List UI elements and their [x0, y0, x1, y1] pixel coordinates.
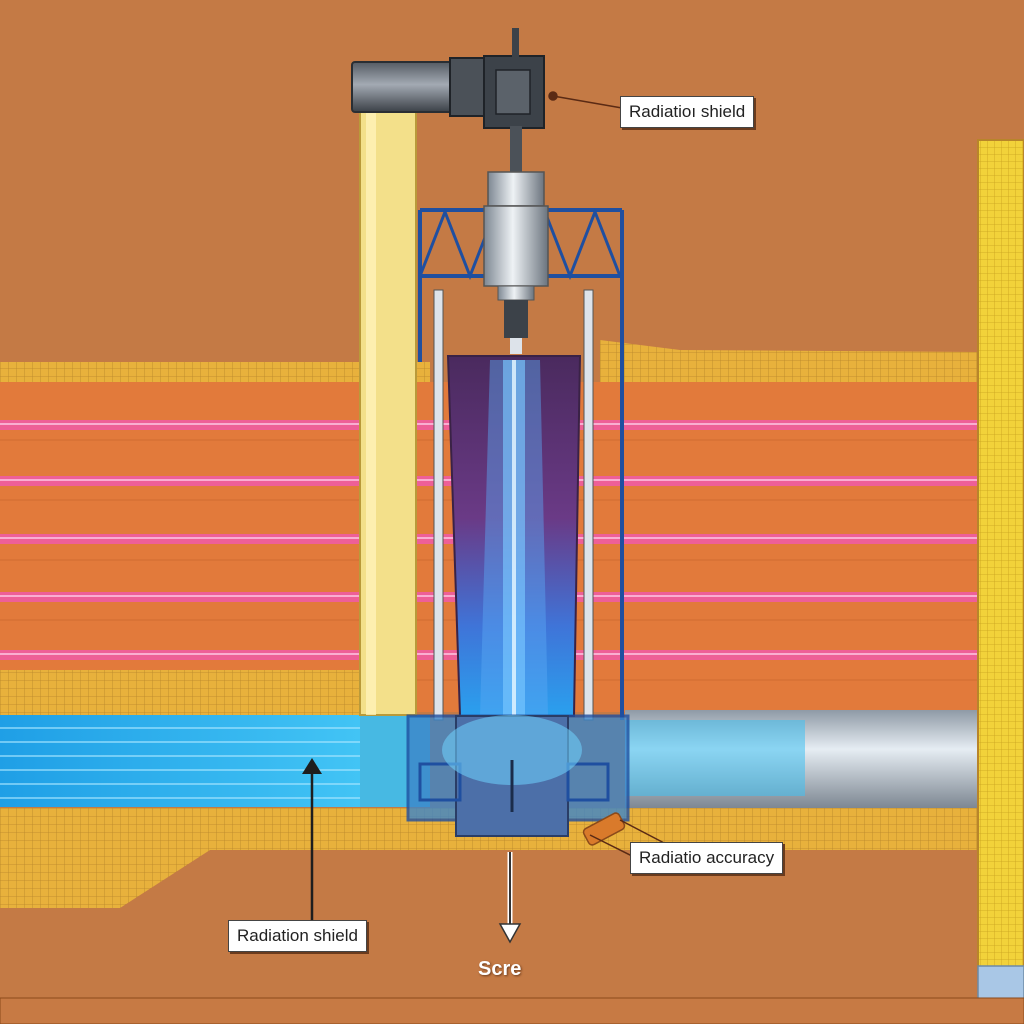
bottom-caption: Scre	[478, 958, 522, 980]
down-arrow	[498, 852, 522, 944]
right-wall	[977, 139, 1024, 1001]
lower-mesh-band	[0, 670, 978, 908]
upper-mesh-band	[0, 340, 978, 382]
callout-accuracy: Radiatio accuracy	[630, 842, 784, 874]
irradiation-chamber	[446, 355, 582, 780]
blue-beam-channel	[0, 715, 430, 807]
yellow-support-column	[359, 111, 417, 716]
hanging-cylinder	[483, 171, 549, 354]
base-housing	[406, 714, 630, 837]
callout-top-shield: Radiatioı shield	[620, 96, 755, 128]
callout-bottom-shield: Radiation shield	[228, 920, 367, 952]
top-pipe-assembly	[351, 28, 545, 176]
up-arrow	[302, 758, 322, 930]
ground-strip	[0, 997, 1024, 1024]
gray-outlet-pipe	[625, 710, 978, 808]
